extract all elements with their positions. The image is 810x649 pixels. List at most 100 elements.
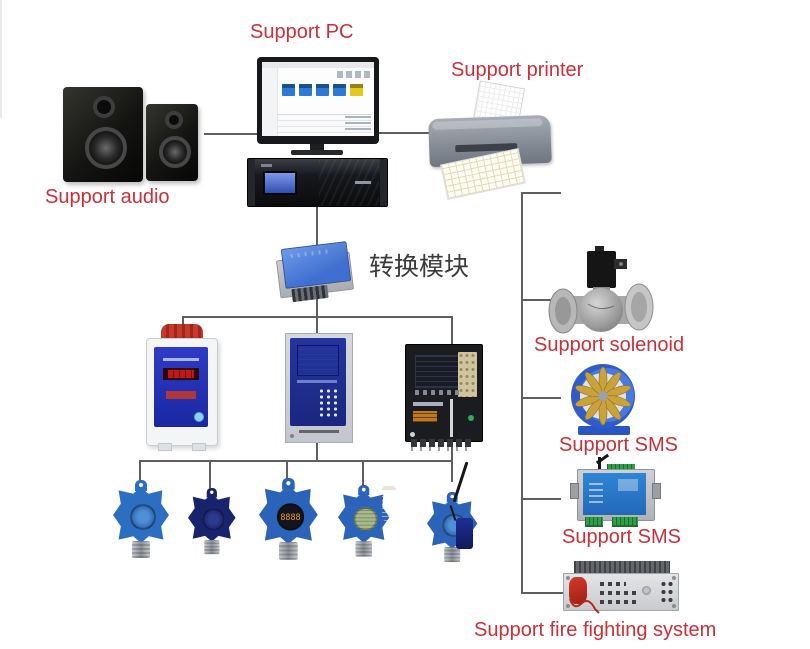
monitor-stand-neck [310, 144, 324, 151]
sms-pcb [583, 473, 646, 515]
label-support-audio: Support audio [45, 186, 170, 208]
fan-base [578, 426, 630, 435]
device-icon [282, 84, 295, 96]
controller2-screw [290, 434, 294, 438]
solenoid-valve [548, 246, 654, 334]
controller2-lcd [297, 345, 339, 376]
sms-serial-port-left [570, 483, 579, 499]
scan-edge-artifact [0, 0, 2, 118]
stub-solenoid [523, 299, 559, 301]
device-icon [299, 84, 312, 96]
rack-server [247, 158, 388, 207]
gas-detector-4 [338, 485, 390, 557]
controller1-enclosure [146, 338, 218, 446]
connector-pc-printer [379, 132, 432, 134]
converter-terminal-plug [291, 284, 329, 303]
detector-face [130, 504, 156, 530]
server-logo [261, 164, 272, 167]
detector-mount-tab [135, 480, 147, 491]
controller3-warning-label [413, 411, 437, 422]
detector-led-display: 8888 [276, 503, 305, 531]
sms-terminal-bottom-left [585, 517, 603, 527]
label-support-pc: Support PC [250, 21, 354, 43]
axial-fan [571, 364, 635, 435]
drop-detector-4 [362, 462, 364, 489]
server-lcd [263, 171, 297, 195]
valve-coil [587, 251, 616, 288]
server-rack-ear [248, 159, 255, 206]
detector-lcd-display [353, 507, 378, 531]
label-support-fire: Support fire fighting system [474, 619, 717, 641]
stub-fan [523, 397, 561, 399]
fire-panel-switches [660, 580, 674, 604]
detector-sensor-cylinder [444, 546, 461, 563]
converter-label-marks [290, 249, 331, 258]
speaker-tweeter [165, 111, 183, 129]
controller3-enclosure [405, 344, 483, 442]
valve-top-nub [595, 246, 604, 252]
controllers-bus [182, 316, 453, 318]
controller3-divider [450, 399, 453, 437]
controller3-keypad [458, 352, 477, 397]
fire-handset-cord [569, 598, 600, 614]
fire-panel-screw [566, 576, 570, 580]
converter-cover [280, 241, 352, 289]
detector-mount-tab [206, 488, 217, 498]
fire-panel-vents [574, 561, 670, 573]
connector-controller2-bus2 [316, 440, 318, 462]
controller3-port-pins [411, 447, 474, 451]
controller1-panel [154, 347, 208, 427]
gas-detector-2 [188, 488, 236, 555]
valve-connector-screw [619, 262, 623, 266]
stub-sms [523, 498, 561, 500]
detector-sensor-cylinder [204, 539, 220, 555]
detector-mount-tab [358, 485, 370, 496]
valve-body-shading [587, 303, 615, 310]
controller3-buttons [415, 390, 459, 395]
controller3-screw [410, 432, 415, 437]
app-sidebar [262, 68, 278, 136]
wireless-transmitter-box [456, 518, 473, 549]
sms-led-labels [589, 481, 603, 503]
valve-flange-right-bore [631, 292, 647, 322]
controller3-white-text [413, 402, 443, 406]
server-model-tag [355, 181, 371, 184]
printer-top-sheen [432, 118, 543, 130]
controller3-ports [411, 439, 474, 447]
label-converter-module: 转换模块 [369, 252, 470, 281]
label-support-solenoid: Support solenoid [534, 334, 685, 356]
fire-panel-face [563, 573, 679, 611]
drop-detector-3 [286, 462, 288, 484]
fire-panel-screw [566, 604, 570, 608]
monitor-stand-base [291, 150, 343, 155]
fire-panel-buttons [600, 591, 638, 595]
controller1-led-display [163, 368, 199, 380]
detector-sensor-cylinder [278, 542, 298, 560]
drop-controller-3 [451, 318, 453, 345]
speaker-large [63, 87, 143, 182]
label-support-sms-module: Support SMS [562, 526, 681, 548]
sms-label-tag [618, 479, 638, 491]
stub-fire [523, 592, 563, 594]
sms-antenna [598, 457, 601, 470]
app-titlebar [262, 62, 374, 68]
drop-detector-2 [209, 462, 211, 488]
detector-face [202, 508, 225, 531]
detector-sensor-cylinder [132, 541, 150, 558]
calibration-gas-accessory [382, 486, 396, 521]
controller2-model-text [299, 430, 339, 433]
drop-controller-2 [316, 318, 318, 333]
valve-body [579, 288, 623, 332]
controller3-lcd [415, 355, 459, 388]
app-toolbar-icons [337, 71, 371, 78]
speaker-woofer [159, 136, 191, 168]
sms-terminal-bottom-right [612, 517, 638, 527]
server-rack-ear [380, 159, 387, 206]
fire-panel-screw [672, 576, 676, 580]
controller2-panel [290, 338, 346, 426]
fire-panel-screw [672, 604, 676, 608]
detector-mount-tab [446, 492, 458, 502]
sms-serial-port-right [652, 483, 661, 499]
fire-panel-knob [642, 586, 651, 595]
